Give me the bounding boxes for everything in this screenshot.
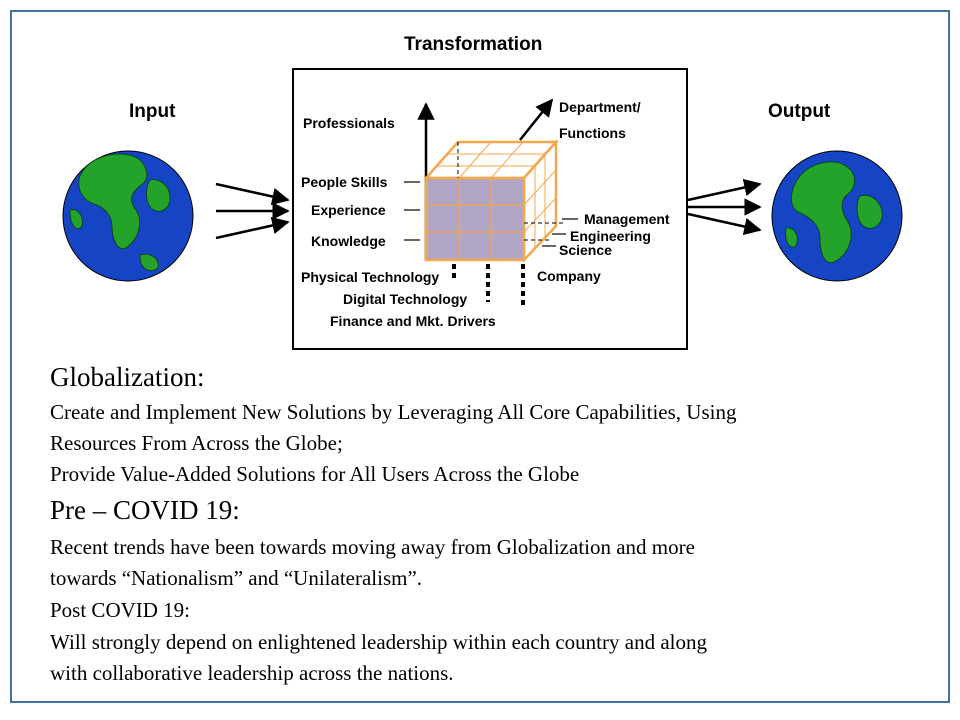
slide-border	[10, 10, 950, 703]
depth-axis-label-line1: Department/	[559, 99, 641, 115]
x-axis-ticks	[452, 264, 525, 306]
output-globe-icon	[771, 150, 903, 282]
pre-covid-heading: Pre – COVID 19:	[50, 495, 240, 525]
output-label: Output	[768, 101, 831, 122]
input-arrows	[215, 182, 290, 240]
y-item-experience: Experience	[311, 202, 386, 218]
y-item-people-skills: People Skills	[301, 174, 388, 190]
depth-item-engineering: Engineering	[570, 228, 651, 244]
depth-axis-label-line2: Functions	[559, 125, 626, 141]
input-label: Input	[129, 101, 176, 122]
globalization-line-1: Create and Implement New Solutions by Le…	[50, 400, 737, 424]
x-item-physical-technology: Physical Technology	[301, 269, 440, 285]
post-covid-line-2: with collaborative leadership across the…	[50, 661, 454, 685]
y-axis-label: Professionals	[303, 115, 395, 131]
capability-cube	[423, 138, 559, 264]
post-covid-line-1: Will strongly depend on enlightened lead…	[50, 630, 707, 654]
pre-covid-line-1: Recent trends have been towards moving a…	[50, 535, 695, 559]
transformation-box	[292, 68, 688, 350]
transformation-title: Transformation	[404, 34, 543, 55]
globalization-heading: Globalization:	[50, 362, 205, 392]
globalization-line-3: Provide Value-Added Solutions for All Us…	[50, 462, 580, 486]
x-item-digital-technology: Digital Technology	[343, 291, 468, 307]
x-item-finance-drivers: Finance and Mkt. Drivers	[330, 313, 496, 329]
post-covid-heading: Post COVID 19:	[50, 598, 191, 622]
depth-axis-ticks	[542, 218, 578, 247]
pre-covid-line-2: towards “Nationalism” and “Unilateralism…	[50, 566, 423, 590]
depth-item-management: Management	[584, 211, 670, 227]
x-axis-label: Company	[537, 268, 601, 284]
globalization-line-2: Resources From Across the Globe;	[50, 431, 343, 455]
y-item-knowledge: Knowledge	[311, 233, 386, 249]
output-arrows	[687, 178, 762, 236]
depth-item-science: Science	[559, 242, 612, 258]
y-axis-ticks	[404, 181, 420, 241]
cube-hidden-edges	[457, 142, 566, 241]
input-globe-icon	[62, 150, 194, 282]
